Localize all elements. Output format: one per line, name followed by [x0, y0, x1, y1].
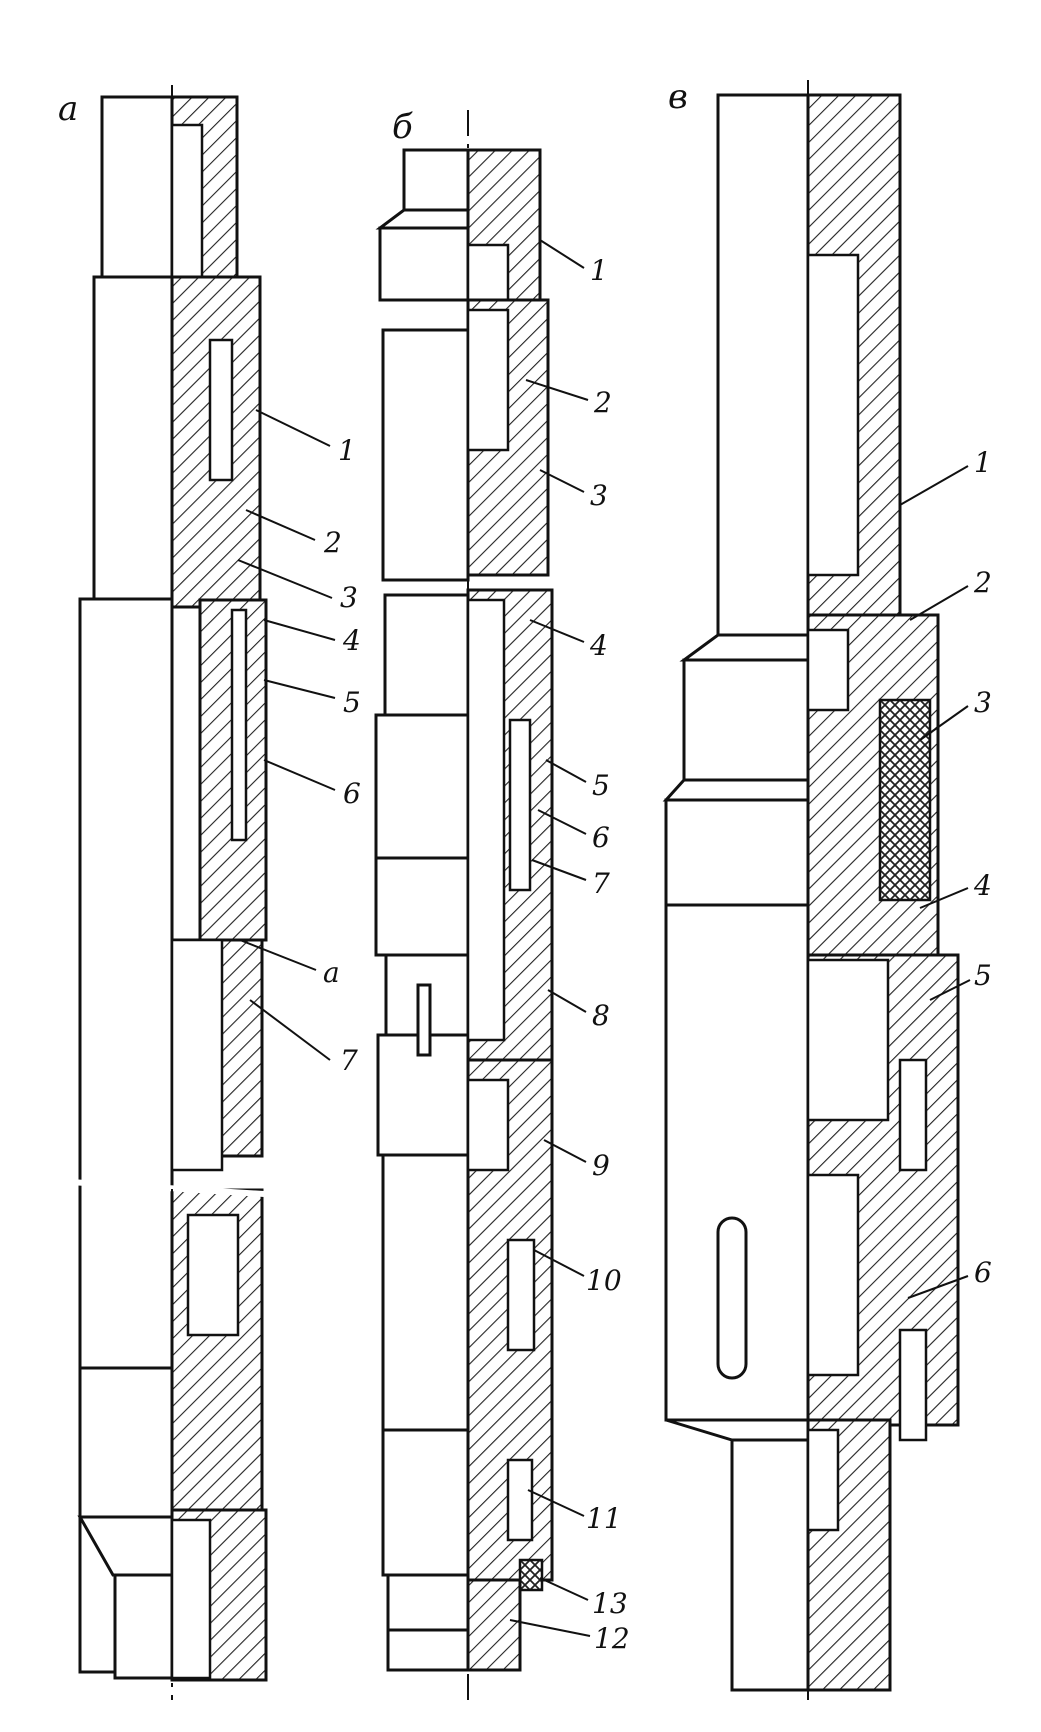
callout-b-8: 8 — [592, 999, 610, 1032]
callout-b-10: 10 — [586, 1264, 622, 1297]
callout-a-7: 7 — [340, 1044, 358, 1077]
panel-b-callouts: 1 2 3 4 5 6 7 8 9 10 11 13 12 — [586, 254, 630, 1655]
callout-b-11: 11 — [586, 1502, 622, 1535]
panel-a: a — [58, 85, 361, 1700]
callout-v-2: 2 — [973, 566, 992, 599]
callout-b-9: 9 — [592, 1149, 610, 1182]
panel-a-leaders — [237, 409, 336, 1061]
callout-v-6: 6 — [974, 1256, 992, 1289]
callout-a-2: 2 — [323, 526, 342, 559]
callout-v-5: 5 — [974, 959, 992, 992]
panel-v: в — [662, 77, 992, 1700]
callout-v-4: 4 — [973, 869, 992, 902]
callout-a-4: 4 — [342, 624, 361, 657]
panel-b-section — [360, 148, 570, 1672]
panel-v-callouts: 1 2 3 4 5 6 — [973, 446, 992, 1289]
callout-v-1: 1 — [974, 446, 992, 479]
panel-a-callouts: 1 2 3 4 5 6 a 7 — [323, 434, 361, 1077]
panel-b-leaders — [509, 239, 591, 1637]
panel-v-letter: в — [668, 77, 688, 117]
callout-b-3: 3 — [590, 479, 608, 512]
callout-b-4: 4 — [589, 629, 608, 662]
callout-b-6: 6 — [592, 821, 610, 854]
panel-v-section — [806, 93, 960, 1692]
callout-b-7: 7 — [592, 867, 610, 900]
panel-v-outer-view — [662, 93, 810, 1692]
panel-b-outer-view — [374, 148, 470, 1672]
callout-b-1: 1 — [590, 254, 608, 287]
callout-b-12: 12 — [594, 1622, 630, 1655]
callout-a-3: 3 — [340, 581, 358, 614]
callout-b-5: 5 — [592, 769, 610, 802]
callout-a-5: 5 — [343, 686, 361, 719]
panel-a-outer-view — [77, 95, 174, 1680]
callout-b-2: 2 — [593, 386, 612, 419]
panel-a-section — [69, 95, 281, 1682]
panel-v-leaders — [899, 465, 971, 1299]
callout-b-13: 13 — [592, 1587, 628, 1620]
panel-b-letter: б — [392, 107, 413, 147]
panel-b: б — [360, 107, 630, 1700]
callout-v-3: 3 — [974, 686, 992, 719]
callout-a-6: 6 — [343, 777, 361, 810]
callout-a-a: a — [323, 956, 340, 989]
panel-a-letter: a — [58, 89, 78, 129]
callout-a-1: 1 — [338, 434, 356, 467]
